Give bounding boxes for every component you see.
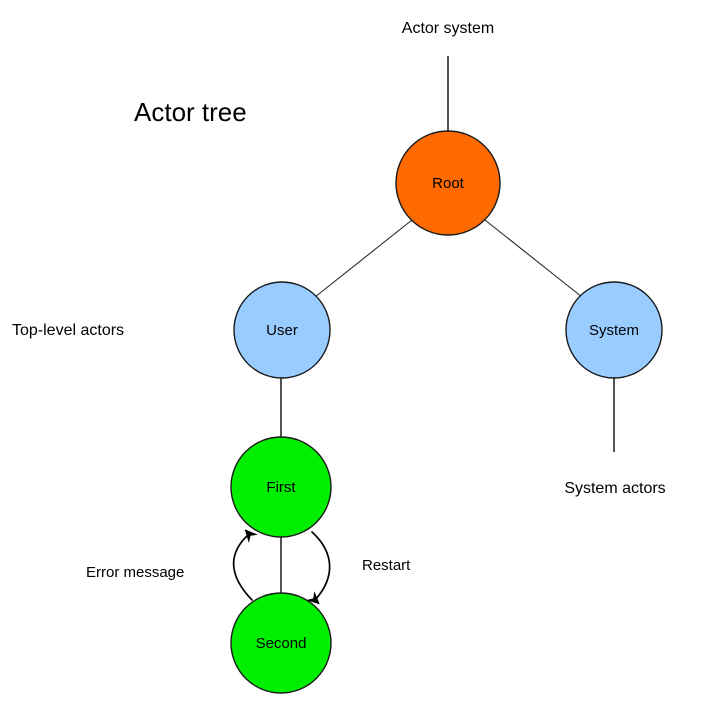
node-root-label: Root <box>432 175 465 192</box>
message-arrows-layer <box>232 529 331 605</box>
node-user-label: User <box>266 322 298 339</box>
node-system[interactable]: System <box>565 281 663 379</box>
node-root-shape[interactable] <box>395 130 501 236</box>
error-message-arrow[interactable] <box>232 529 258 601</box>
node-second-shape[interactable] <box>230 592 332 694</box>
node-second[interactable]: Second <box>230 592 332 694</box>
node-system-shape[interactable] <box>565 281 663 379</box>
edges-layer <box>280 56 615 597</box>
top-level-actors-label: Top-level actors <box>12 322 124 339</box>
edge-root-to-user <box>314 219 413 298</box>
nodes-layer: Root User System First Second <box>230 130 663 694</box>
diagram-title: Actor tree <box>134 97 247 127</box>
annotations-layer: Actor tree Actor system Top-level actors… <box>12 20 666 581</box>
actor-system-label: Actor system <box>402 20 494 37</box>
restart-label: Restart <box>362 557 411 574</box>
node-system-label: System <box>589 322 639 339</box>
node-first[interactable]: First <box>230 436 332 538</box>
node-user[interactable]: User <box>233 281 331 379</box>
node-first-label: First <box>266 479 296 496</box>
restart-arrow[interactable] <box>306 531 331 605</box>
node-first-shape[interactable] <box>230 436 332 538</box>
node-second-label: Second <box>256 635 307 652</box>
error-message-label: Error message <box>86 564 184 581</box>
system-actors-label: System actors <box>564 480 665 497</box>
edge-root-to-system <box>484 219 583 298</box>
node-user-shape[interactable] <box>233 281 331 379</box>
node-root[interactable]: Root <box>395 130 501 236</box>
